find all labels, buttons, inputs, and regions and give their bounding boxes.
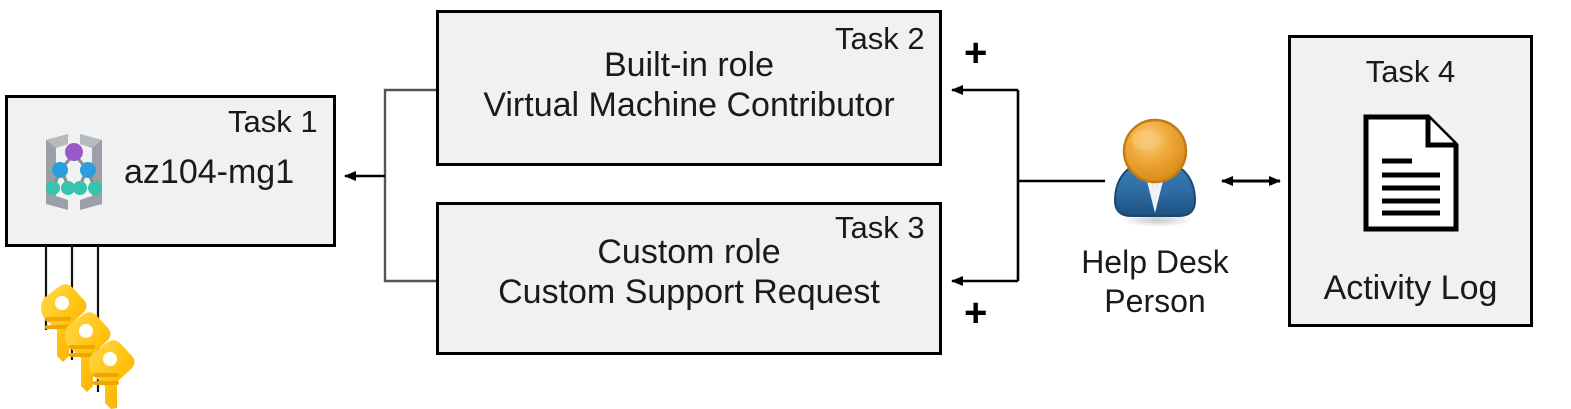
task1-text: az104-mg1 <box>124 153 295 191</box>
connector-roles-to-mg <box>344 88 436 283</box>
key-icon-1 <box>41 284 87 362</box>
key-icon-3 <box>89 340 135 409</box>
key-icon-2 <box>65 312 111 392</box>
plus-bottom-operator: + <box>964 291 988 335</box>
task3-line1: Custom role <box>597 233 781 271</box>
task2-label: Task 2 <box>835 21 925 56</box>
task2-line1: Built-in role <box>603 46 775 84</box>
task3-box[interactable] <box>436 202 942 355</box>
person-label-line2: Person <box>1104 283 1206 319</box>
plus-top-operator: + <box>964 31 988 75</box>
task3-line2: Custom Support Request <box>498 273 880 311</box>
task1-label: Task 1 <box>228 104 318 139</box>
task2-box[interactable] <box>436 10 942 166</box>
task4-text: Activity Log <box>1323 269 1498 307</box>
task2-line2: Virtual Machine Contributor <box>483 86 895 124</box>
task4-label: Task 4 <box>1365 54 1456 89</box>
document-icon <box>1362 113 1460 233</box>
person-label-line1: Help Desk <box>1081 244 1229 280</box>
management-group-icon <box>28 128 120 214</box>
task3-label: Task 3 <box>835 210 925 245</box>
key-icon-group <box>16 282 136 409</box>
task1-box[interactable] <box>5 95 336 247</box>
user-icon <box>1103 117 1207 227</box>
